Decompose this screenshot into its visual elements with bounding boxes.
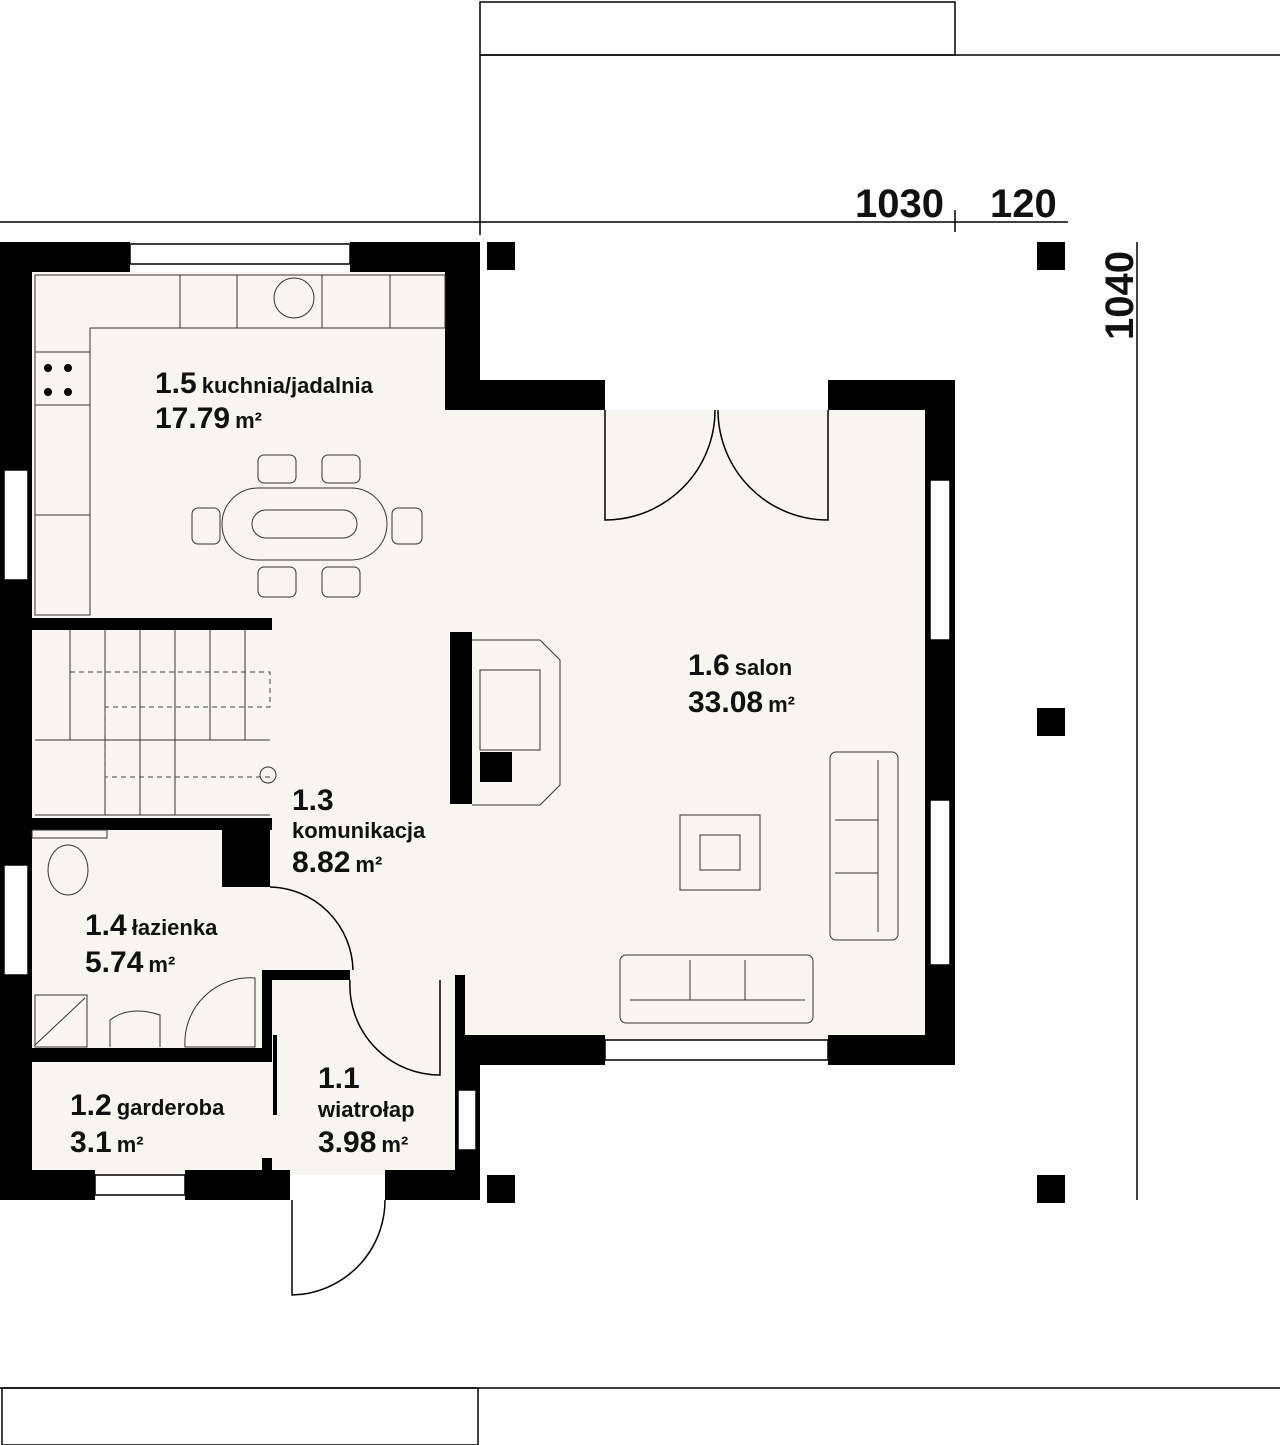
columns xyxy=(487,242,1065,1203)
exterior-walls xyxy=(0,242,955,1200)
dim-top-offset: 120 xyxy=(990,182,1057,226)
svg-text:3.1m²: 3.1m² xyxy=(70,1126,144,1159)
svg-text:1.1: 1.1 xyxy=(318,1062,360,1095)
salon-furniture xyxy=(450,632,899,1024)
kitchen-furniture xyxy=(34,274,446,616)
dim-right-height: 1040 xyxy=(1098,251,1142,340)
stairs xyxy=(35,630,277,816)
svg-text:komunikacja: komunikacja xyxy=(292,818,426,843)
bathroom-fixtures xyxy=(31,829,256,1048)
doors xyxy=(269,409,829,1296)
dimension-line xyxy=(480,210,1138,1200)
svg-text:wiatrołap: wiatrołap xyxy=(317,1097,415,1122)
stove-icon xyxy=(44,364,72,396)
dim-top-width: 1030 xyxy=(855,182,944,226)
floor xyxy=(32,272,930,1175)
interior-walls xyxy=(32,618,350,1173)
svg-text:1.3: 1.3 xyxy=(292,784,334,817)
